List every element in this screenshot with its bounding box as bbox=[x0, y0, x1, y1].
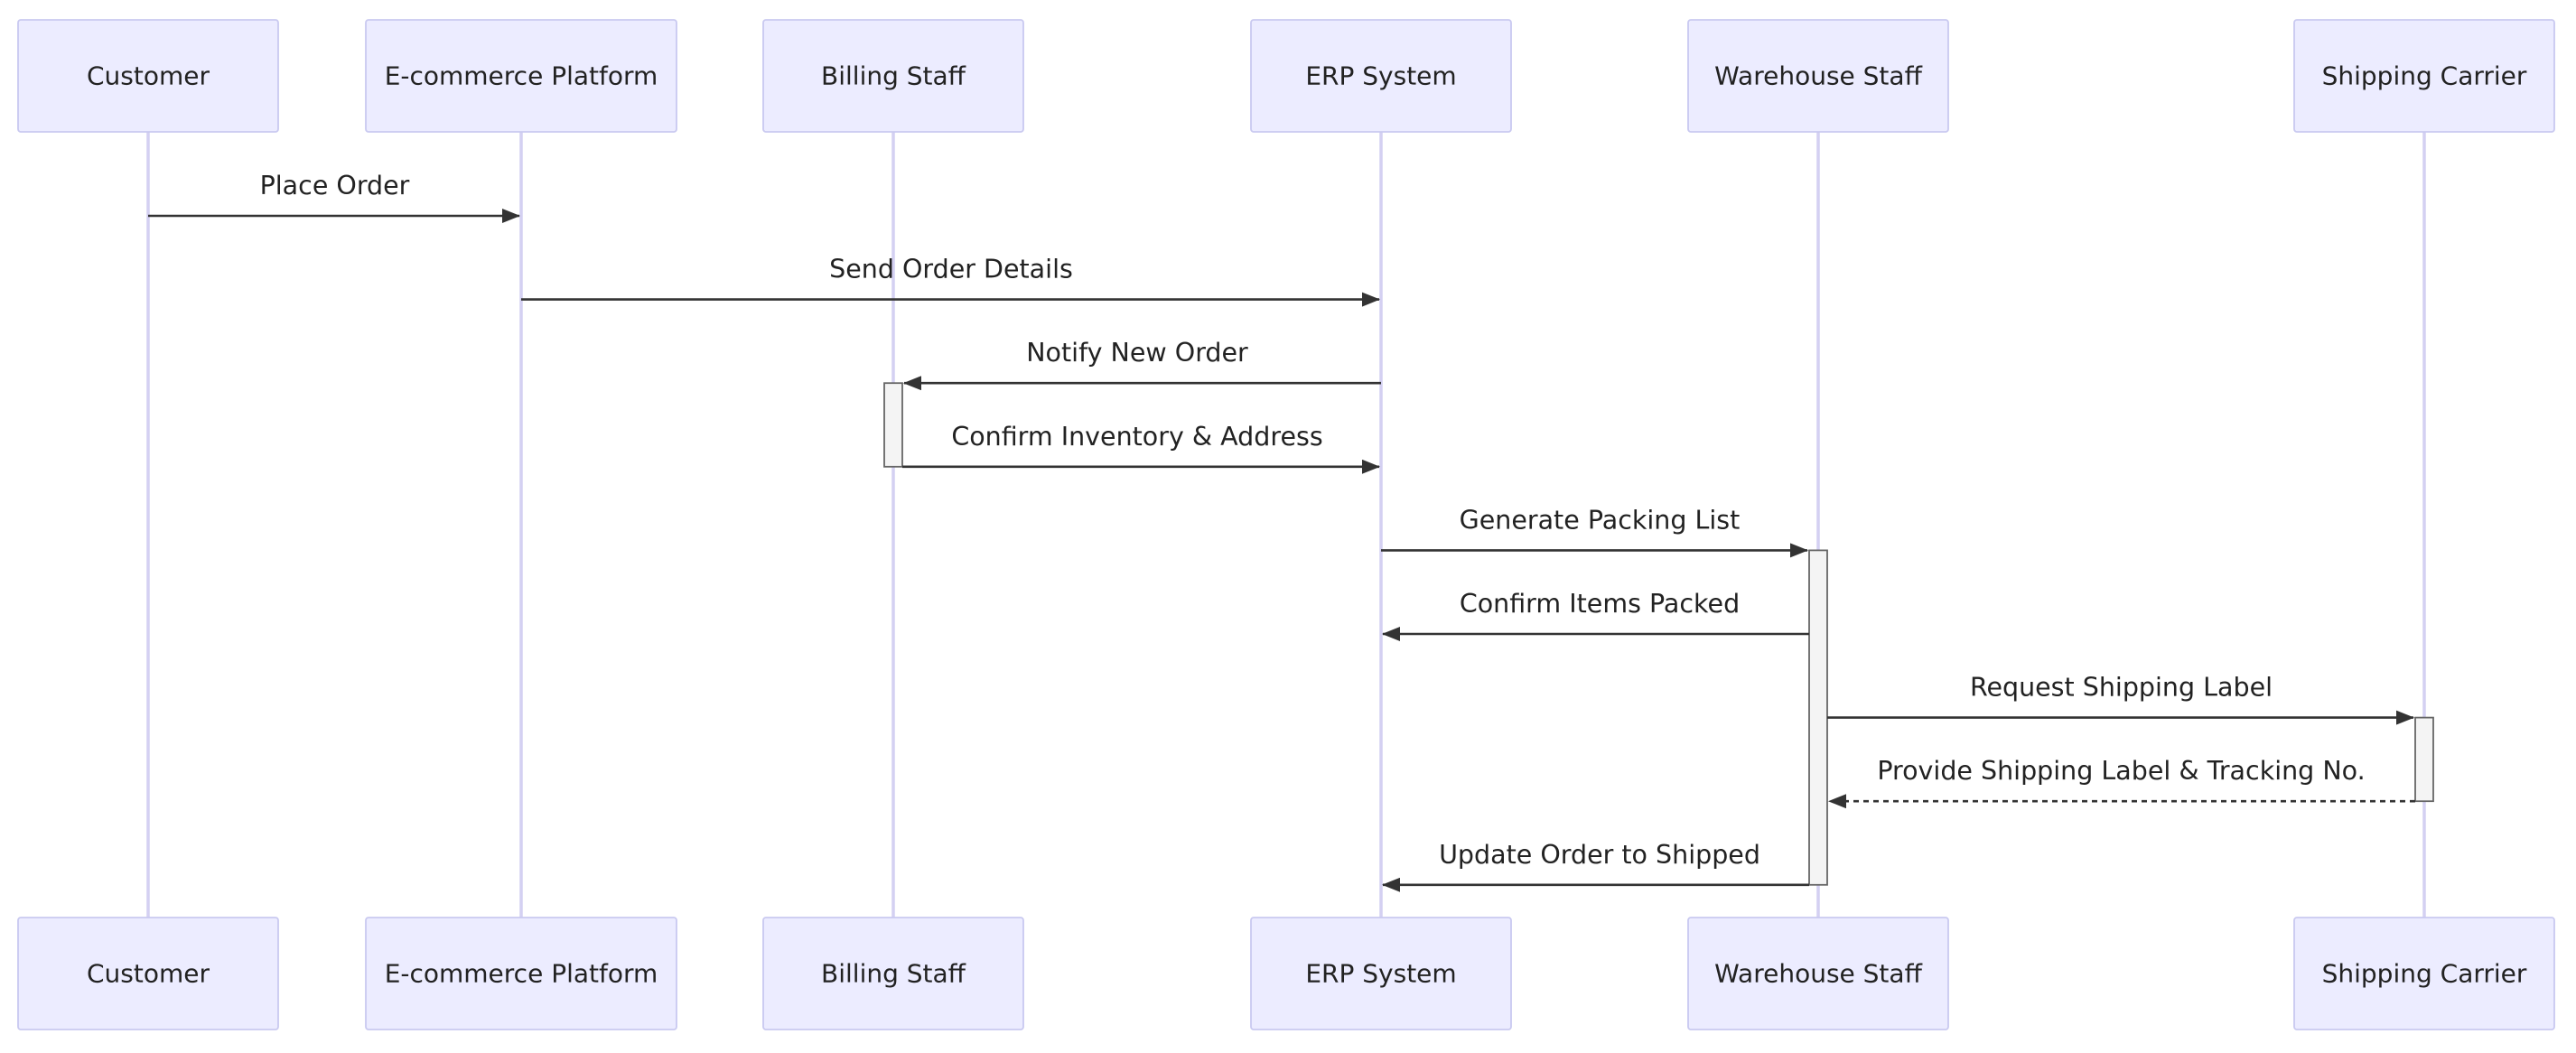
message-label: Send Order Details bbox=[829, 255, 1073, 284]
message-label: Confirm Inventory & Address bbox=[951, 422, 1322, 452]
message-label: Provide Shipping Label & Tracking No. bbox=[1877, 756, 2365, 786]
actor-label: ERP System bbox=[1305, 61, 1456, 91]
actor-box bbox=[365, 917, 677, 1030]
actor-ecommerce-top: E-commerce Platform bbox=[365, 19, 677, 133]
activation-bar-carrier bbox=[2414, 716, 2434, 803]
actor-label: E-commerce Platform bbox=[385, 959, 658, 989]
actor-carrier-top: Shipping Carrier bbox=[2293, 19, 2555, 133]
actor-box bbox=[762, 917, 1024, 1030]
actor-label: Billing Staff bbox=[821, 959, 966, 989]
message-label: Update Order to Shipped bbox=[1439, 840, 1760, 870]
actor-box bbox=[1687, 19, 1949, 133]
actor-label: Shipping Carrier bbox=[2322, 959, 2527, 989]
actor-carrier-bottom: Shipping Carrier bbox=[2293, 917, 2555, 1030]
actor-label: E-commerce Platform bbox=[385, 61, 658, 91]
actor-erp-top: ERP System bbox=[1250, 19, 1512, 133]
actor-label: Warehouse Staff bbox=[1714, 61, 1922, 91]
actor-label: Warehouse Staff bbox=[1714, 959, 1922, 989]
message-label: Confirm Items Packed bbox=[1460, 589, 1740, 619]
actor-customer-top: Customer bbox=[17, 19, 279, 133]
actor-label: Customer bbox=[87, 959, 210, 989]
actor-label: Shipping Carrier bbox=[2322, 61, 2527, 91]
actor-box bbox=[365, 19, 677, 133]
actor-label: Customer bbox=[87, 61, 210, 91]
actor-label: Billing Staff bbox=[821, 61, 966, 91]
message-label: Generate Packing List bbox=[1460, 505, 1741, 535]
message-6: Confirm Items Packed bbox=[1382, 589, 1809, 641]
actor-box bbox=[17, 19, 279, 133]
actor-warehouse-top: Warehouse Staff bbox=[1687, 19, 1949, 133]
message-8: Provide Shipping Label & Tracking No. bbox=[1828, 756, 2415, 809]
actor-box bbox=[1250, 917, 1512, 1030]
message-1: Place Order bbox=[148, 171, 520, 223]
message-label: Place Order bbox=[260, 171, 410, 200]
actor-box bbox=[17, 917, 279, 1030]
actor-box bbox=[2293, 19, 2555, 133]
message-3: Notify New Order bbox=[903, 338, 1381, 391]
activation-bar-warehouse bbox=[1808, 549, 1828, 886]
message-4: Confirm Inventory & Address bbox=[902, 422, 1380, 474]
actor-box bbox=[762, 19, 1024, 133]
activation-bar-billing bbox=[883, 382, 903, 468]
actor-box bbox=[1250, 19, 1512, 133]
actor-warehouse-bottom: Warehouse Staff bbox=[1687, 917, 1949, 1030]
message-label: Notify New Order bbox=[1026, 338, 1248, 368]
actor-label: ERP System bbox=[1305, 959, 1456, 989]
actor-erp-bottom: ERP System bbox=[1250, 917, 1512, 1030]
message-2: Send Order Details bbox=[521, 255, 1380, 307]
actor-billing-bottom: Billing Staff bbox=[762, 917, 1024, 1030]
message-7: Request Shipping Label bbox=[1827, 673, 2414, 725]
actor-customer-bottom: Customer bbox=[17, 917, 279, 1030]
actor-box bbox=[2293, 917, 2555, 1030]
actor-box bbox=[1687, 917, 1949, 1030]
message-label: Request Shipping Label bbox=[1970, 673, 2273, 703]
message-5: Generate Packing List bbox=[1381, 505, 1808, 558]
actor-ecommerce-bottom: E-commerce Platform bbox=[365, 917, 677, 1030]
actor-billing-top: Billing Staff bbox=[762, 19, 1024, 133]
message-9: Update Order to Shipped bbox=[1382, 840, 1809, 892]
